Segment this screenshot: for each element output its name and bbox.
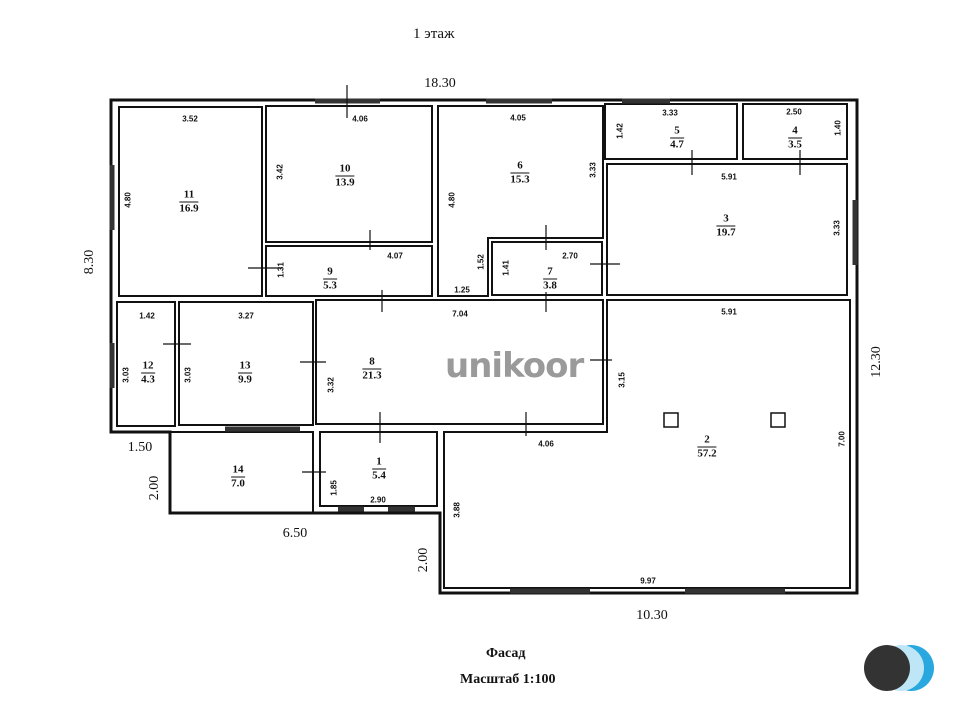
dim-bottom-step: 2.00 xyxy=(416,547,431,573)
inner-dim: 3.27 xyxy=(238,311,254,321)
dim-right: 12.30 xyxy=(869,346,884,378)
room-11-outline xyxy=(118,106,263,297)
inner-dim: 3.03 xyxy=(183,367,193,383)
room-12-outline xyxy=(116,301,176,427)
inner-dim: 5.91 xyxy=(721,172,737,182)
room-5-outline xyxy=(604,103,738,160)
inner-dim: 3.32 xyxy=(326,377,336,393)
inner-dim: 4.80 xyxy=(123,192,133,208)
inner-dim: 9.97 xyxy=(640,576,656,586)
column xyxy=(770,412,786,428)
inner-dim: 3.03 xyxy=(121,367,131,383)
dim-top: 18.30 xyxy=(424,76,456,91)
inner-dim: 5.91 xyxy=(721,307,737,317)
inner-dim: 3.88 xyxy=(452,502,462,518)
room-6-outline xyxy=(437,105,604,297)
room-2-outline xyxy=(443,299,851,589)
column xyxy=(663,412,679,428)
dim-bottom-left: 6.50 xyxy=(282,526,308,541)
room-1-outline xyxy=(319,431,438,507)
inner-dim: 4.80 xyxy=(447,192,457,208)
inner-dim: 1.40 xyxy=(833,120,843,136)
inner-dim: 1.42 xyxy=(615,123,625,139)
inner-dim: 1.31 xyxy=(276,262,286,278)
inner-dim: 1.85 xyxy=(329,480,339,496)
inner-dim: 2.70 xyxy=(562,251,578,261)
inner-dim: 1.52 xyxy=(476,254,486,270)
inner-dim: 3.33 xyxy=(662,108,678,118)
inner-dim: 2.90 xyxy=(370,495,386,505)
inner-dim: 2.50 xyxy=(786,107,802,117)
room-13-outline xyxy=(178,301,314,426)
room-7-outline xyxy=(491,241,603,296)
dim-left: 8.30 xyxy=(82,249,97,275)
dim-bottom: 10.30 xyxy=(636,608,668,623)
room-3-outline xyxy=(606,163,848,296)
inner-dim: 4.05 xyxy=(510,113,526,123)
room-4-outline xyxy=(742,103,848,160)
inner-dim: 4.06 xyxy=(352,114,368,124)
inner-dim: 7.00 xyxy=(837,431,847,447)
room-10-outline xyxy=(265,105,433,243)
inner-dim: 4.06 xyxy=(538,439,554,449)
facade-label: Фасад xyxy=(486,646,526,661)
inner-dim: 3.33 xyxy=(832,220,842,236)
inner-dim: 1.42 xyxy=(139,311,155,321)
dim-step-v: 2.00 xyxy=(147,475,162,501)
scale-label: Масштаб 1:100 xyxy=(460,672,556,687)
inner-dim: 4.07 xyxy=(387,251,403,261)
inner-dim: 3.42 xyxy=(275,164,285,180)
inner-dim: 3.33 xyxy=(588,162,598,178)
inner-dim: 3.52 xyxy=(182,114,198,124)
inner-dim: 7.04 xyxy=(452,309,468,319)
watermark-logo: unikoor xyxy=(445,346,584,386)
inner-dim: 1.25 xyxy=(454,285,470,295)
brand-logo-icon xyxy=(864,645,936,691)
floor-title: 1 этаж xyxy=(413,26,455,42)
dim-step-h: 1.50 xyxy=(127,440,153,455)
inner-dim: 1.41 xyxy=(501,260,511,276)
room-9-outline xyxy=(265,245,433,297)
inner-dim: 3.15 xyxy=(617,372,627,388)
